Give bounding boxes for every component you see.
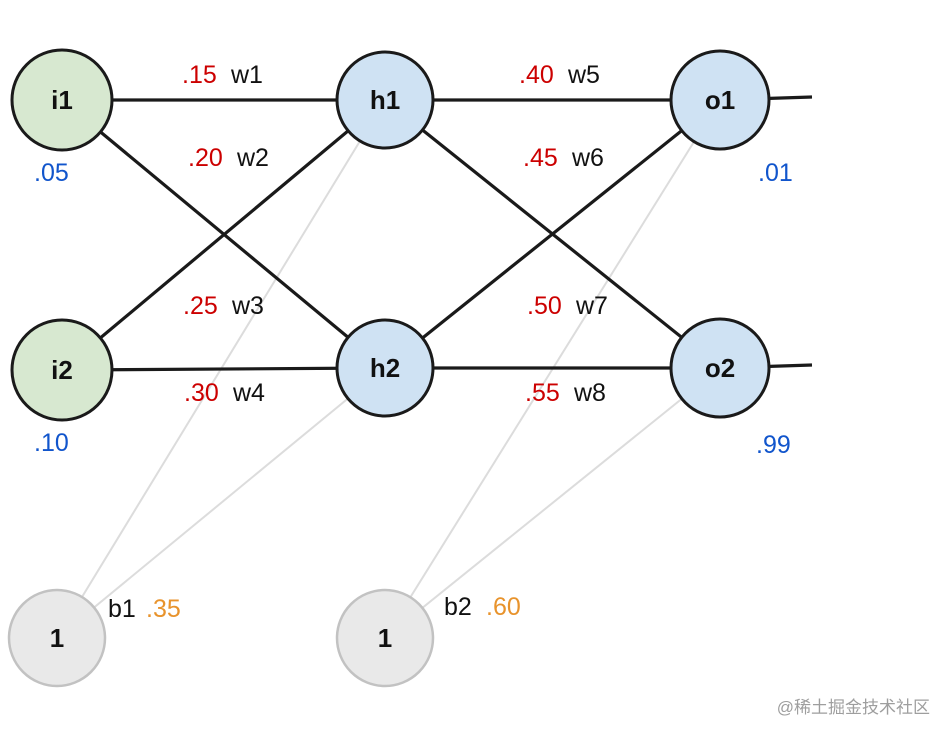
edge-i2-h1 (60, 98, 387, 372)
bias-b1-name: b1 (108, 595, 136, 623)
weight-w2-name: w2 (236, 144, 269, 172)
edge-i2-h2 (61, 366, 386, 372)
node-i1-value: .05 (34, 159, 69, 187)
weight-w7-name: w7 (575, 292, 608, 320)
weight-w5-value: .40 (519, 61, 554, 89)
weight-w3-name: w3 (231, 292, 264, 320)
weight-w8-value: .55 (525, 379, 560, 407)
node-o2 (669, 317, 771, 419)
node-o2-label: o2 (705, 353, 735, 383)
weight-w1-value: .15 (182, 61, 217, 89)
bias-b2-name: b2 (444, 593, 472, 621)
weight-w7-value: .50 (527, 292, 562, 320)
node-o1 (669, 49, 771, 151)
watermark-text: @稀土掘金技术社区 (777, 698, 930, 717)
node-i2 (10, 318, 114, 422)
weight-w4-name: w4 (232, 379, 265, 407)
node-o1-value: .01 (758, 159, 793, 187)
node-h2-label: h2 (370, 353, 400, 383)
edge-b1-h2 (56, 367, 386, 639)
bias-b2-value: .60 (486, 593, 521, 621)
weight-w6-name: w6 (571, 144, 604, 172)
weight-w8-name: w8 (573, 379, 606, 407)
node-b1 (7, 588, 107, 688)
node-i2-label: i2 (51, 355, 73, 385)
node-h1-label: h1 (370, 85, 400, 115)
edge-h2-o1 (384, 98, 721, 370)
weight-w1-name: w1 (230, 61, 263, 89)
weight-w6-value: .45 (523, 144, 558, 172)
node-b2-label: 1 (378, 623, 392, 653)
weight-w4-value: .30 (184, 379, 219, 407)
node-i1-label: i1 (51, 85, 73, 115)
weight-w2-value: .20 (188, 144, 223, 172)
bias-b1-value: .35 (146, 595, 181, 623)
node-b2 (335, 588, 435, 688)
node-b1-label: 1 (50, 623, 64, 653)
node-i1 (10, 48, 114, 152)
weight-w3-value: .25 (183, 292, 218, 320)
node-o2-value: .99 (756, 431, 791, 459)
weight-w5-name: w5 (567, 61, 600, 89)
edge-b2-o2 (384, 367, 721, 639)
node-o1-label: o1 (705, 85, 735, 115)
node-h2 (335, 318, 435, 418)
node-i2-value: .10 (34, 429, 69, 457)
node-h1 (335, 50, 435, 150)
